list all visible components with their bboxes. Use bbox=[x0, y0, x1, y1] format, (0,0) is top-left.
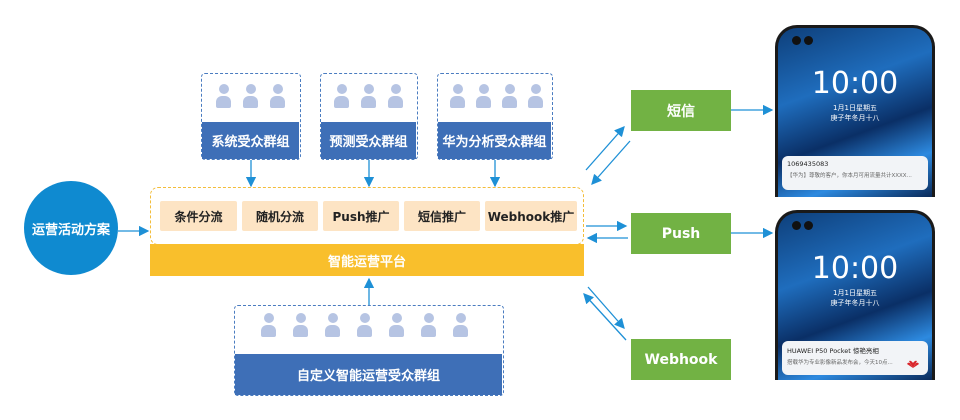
channel-webhook: Webhook bbox=[631, 339, 731, 380]
group-label: 系统受众群组 bbox=[202, 122, 299, 159]
person-icon bbox=[334, 84, 349, 108]
method-random-split: 随机分流 bbox=[242, 201, 318, 231]
person-icon bbox=[261, 313, 276, 337]
lockscreen-lunar-date: 庚子年冬月十八 bbox=[830, 114, 880, 122]
person-icon bbox=[357, 313, 372, 337]
group-label: 华为分析受众群组 bbox=[438, 122, 551, 159]
person-icon bbox=[293, 313, 308, 337]
arrow-from-webhook bbox=[583, 293, 627, 341]
group-label: 预测受众群组 bbox=[321, 122, 416, 159]
lockscreen-time: 10:00 bbox=[811, 251, 899, 286]
person-icon bbox=[453, 313, 468, 337]
lockscreen-time: 10:00 bbox=[811, 66, 899, 101]
predict-audience-group: 预测受众群组 bbox=[320, 73, 418, 160]
phone-sms-preview: 10:00 1月1日星期五 庚子年冬月十八 1069435083 【华为】尊敬的… bbox=[775, 25, 935, 197]
lockscreen-lunar-date: 庚子年冬月十八 bbox=[830, 299, 880, 307]
sms-notification: 1069435083 【华为】尊敬的客户，你本月可用流量共计XXXX... bbox=[782, 156, 928, 190]
arrow-to-sms bbox=[585, 126, 625, 171]
method-webhook: Webhook推广 bbox=[485, 201, 577, 231]
notification-title: HUAWEI P50 Pocket 惊艳亮相 bbox=[787, 347, 879, 355]
channel-push: Push bbox=[631, 213, 731, 254]
phone-push-preview: 10:00 1月1日星期五 庚子年冬月十八 HUAWEI P50 Pocket … bbox=[775, 210, 935, 380]
camera-dot bbox=[792, 221, 801, 230]
person-icon bbox=[421, 313, 436, 337]
method-push: Push推广 bbox=[323, 201, 399, 231]
custom-audience-group: 自定义智能运营受众群组 bbox=[234, 305, 504, 396]
person-icon bbox=[361, 84, 376, 108]
operation-plan-node: 运营活动方案 bbox=[24, 181, 118, 275]
camera-dot bbox=[792, 36, 801, 45]
analysis-audience-group: 华为分析受众群组 bbox=[437, 73, 553, 160]
channel-sms: 短信 bbox=[631, 90, 731, 131]
person-icon bbox=[216, 84, 231, 108]
notification-body: 【华为】尊敬的客户，你本月可用流量共计XXXX... bbox=[787, 173, 912, 179]
huawei-logo-icon bbox=[907, 360, 919, 368]
arrow-from-sms bbox=[591, 140, 631, 185]
person-icon bbox=[476, 84, 491, 108]
group-label: 自定义智能运营受众群组 bbox=[235, 354, 502, 395]
person-icon bbox=[388, 84, 403, 108]
camera-dot bbox=[804, 221, 813, 230]
person-icon bbox=[450, 84, 465, 108]
notification-body: 搭载华为专业影像新品发布会，今天10点... bbox=[787, 360, 893, 366]
person-icon bbox=[389, 313, 404, 337]
person-icon bbox=[270, 84, 285, 108]
method-sms: 短信推广 bbox=[404, 201, 480, 231]
person-icon bbox=[502, 84, 517, 108]
person-icon bbox=[325, 313, 340, 337]
camera-dot bbox=[804, 36, 813, 45]
smart-operation-platform: 智能运营平台 bbox=[150, 244, 584, 276]
arrow-to-webhook bbox=[587, 286, 625, 329]
method-condition-split: 条件分流 bbox=[160, 201, 237, 231]
system-audience-group: 系统受众群组 bbox=[201, 73, 301, 160]
lockscreen-date: 1月1日星期五 bbox=[833, 289, 877, 297]
notification-title: 1069435083 bbox=[787, 160, 829, 168]
push-notification: HUAWEI P50 Pocket 惊艳亮相 搭载华为专业影像新品发布会，今天1… bbox=[782, 341, 928, 375]
person-icon bbox=[243, 84, 258, 108]
person-icon bbox=[528, 84, 543, 108]
lockscreen-date: 1月1日星期五 bbox=[833, 104, 877, 112]
